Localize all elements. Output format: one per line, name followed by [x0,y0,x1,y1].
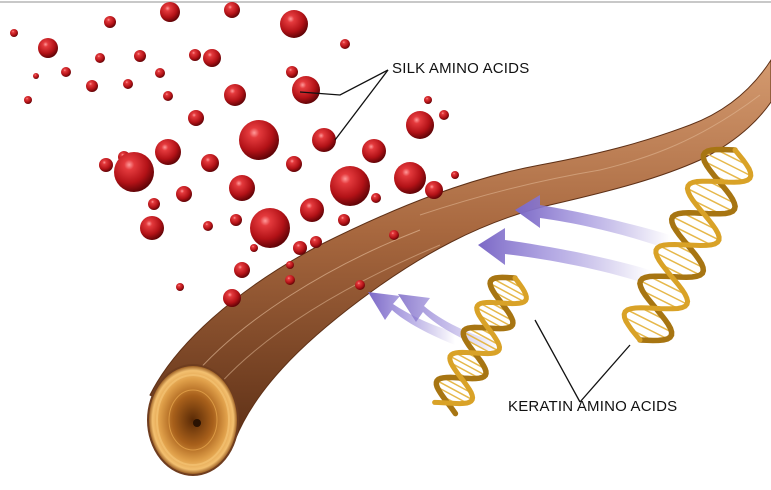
silk-amino-acid-droplet-icon [312,128,336,152]
silk-amino-acid-droplet-icon [148,198,160,210]
silk-amino-acid-droplet-icon [338,214,350,226]
silk-amino-acid-droplet-icon [451,171,459,179]
silk-amino-acid-droplet-icon [330,166,370,206]
silk-amino-acid-droplet-icon [239,120,279,160]
silk-amino-acid-droplet-icon [155,68,165,78]
silk-amino-acid-droplet-icon [439,110,449,120]
silk-amino-acid-droplet-icon [33,73,39,79]
silk-amino-acid-droplet-icon [24,96,32,104]
silk-amino-acid-droplet-icon [155,139,181,165]
silk-amino-acid-droplet-icon [250,208,290,248]
silk-amino-acid-droplet-icon [224,2,240,18]
silk-amino-acid-droplet-icon [250,244,258,252]
silk-amino-acid-droplet-icon [134,50,146,62]
silk-amino-acid-droplet-icon [201,154,219,172]
silk-amino-acid-droplet-icon [160,2,180,22]
silk-amino-acid-droplet-icon [285,275,295,285]
silk-amino-acid-droplet-icon [406,111,434,139]
silk-amino-acid-droplet-icon [189,49,201,61]
silk-amino-acid-droplet-icon [224,84,246,106]
silk-amino-acid-droplet-icon [234,262,250,278]
silk-amino-acid-droplet-icon [176,186,192,202]
silk-amino-acid-droplet-icon [140,216,164,240]
silk-amino-acid-droplet-icon [61,67,71,77]
silk-amino-acid-droplet-icon [371,193,381,203]
silk-amino-acid-droplet-icon [286,261,294,269]
silk-amino-acid-droplet-icon [223,289,241,307]
silk-amino-acid-droplet-icon [123,79,133,89]
silk-amino-acids-label: SILK AMINO ACIDS [392,60,529,77]
silk-amino-acid-droplet-icon [176,283,184,291]
silk-amino-acid-droplet-icon [95,53,105,63]
silk-amino-acid-droplet-icon [425,181,443,199]
absorption-arrow-icon [515,195,670,250]
silk-amino-acid-droplet-icon [230,214,242,226]
silk-amino-acid-droplet-icon [99,158,113,172]
hair-cross-section [148,365,238,475]
silk-amino-acid-droplet-icon [286,156,302,172]
silk-amino-acid-droplet-icon [292,76,320,104]
silk-amino-acid-droplet-icon [203,221,213,231]
silk-amino-acid-droplet-icon [86,80,98,92]
silk-amino-acid-droplet-icon [293,241,307,255]
silk-amino-acid-droplet-icon [389,230,399,240]
silk-amino-acid-droplet-icon [10,29,18,37]
silk-amino-acid-droplet-icon [229,175,255,201]
silk-amino-acid-droplet-icon [310,236,322,248]
silk-amino-acid-droplet-icon [163,91,173,101]
hair-shaft [150,60,771,440]
silk-amino-acid-droplet-icon [38,38,58,58]
silk-amino-acid-droplet-icon [362,139,386,163]
keratin-amino-acids-label: KERATIN AMINO ACIDS [508,398,677,415]
silk-amino-acid-droplet-icon [280,10,308,38]
silk-amino-acid-droplet-icon [340,39,350,49]
silk-amino-acid-droplet-icon [355,280,365,290]
silk-amino-acid-droplet-icon [104,16,116,28]
silk-amino-acid-droplet-icon [188,110,204,126]
silk-amino-acid-droplet-icon [286,66,298,78]
silk-amino-acid-droplet-icon [300,198,324,222]
silk-amino-acid-droplet-icon [114,152,154,192]
silk-amino-acid-droplet-icon [394,162,426,194]
silk-amino-acid-droplet-icon [203,49,221,67]
silk-amino-acid-droplet-icon [424,96,432,104]
